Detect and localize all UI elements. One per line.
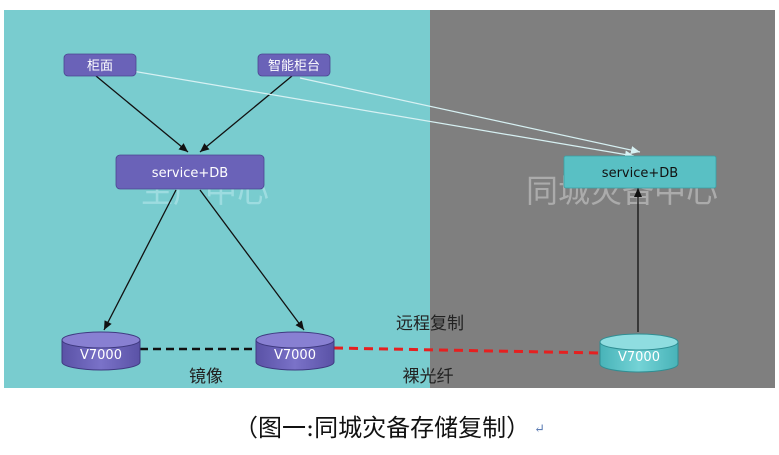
dr-center-region [430,10,775,388]
service-db-dr-label: service+DB [602,166,678,181]
remote-copy-label: 远程复制 [396,314,464,334]
figure-caption: （图一:同城灾备存储复制）↵ [0,408,779,443]
storage-3-label: V7000 [618,350,660,365]
arrow-smart-counter-to-service [199,75,293,153]
counter-label: 柜面 [87,59,113,74]
service-db-dr-node: service+DB [563,155,717,189]
storage-3-cylinder: V7000 [599,333,679,373]
arrow-smart-counter-to-dr-service [299,77,641,154]
arrow-counter-to-dr-service [125,69,635,159]
figure-caption-text: （图一:同城灾备存储复制） [234,414,531,442]
storage-1-cylinder: V7000 [61,331,141,371]
storage-2-label: V7000 [274,348,316,363]
service-db-main-node: service+DB [115,154,265,190]
mirror-label: 镜像 [189,367,223,387]
smart-counter-node: 智能柜台 [257,53,331,77]
service-db-main-label: service+DB [152,166,228,181]
arrow-service-to-storage-1 [103,189,177,331]
dark-fiber-label: 裸光纤 [403,367,454,387]
counter-node: 柜面 [63,53,137,77]
storage-1-label: V7000 [80,348,122,363]
smart-counter-label: 智能柜台 [268,59,320,74]
return-mark-icon: ↵ [534,422,545,437]
storage-2-cylinder: V7000 [255,331,335,371]
arrow-counter-to-service [95,75,189,153]
arrow-service-to-storage-2 [199,189,305,331]
connectors [95,69,642,355]
